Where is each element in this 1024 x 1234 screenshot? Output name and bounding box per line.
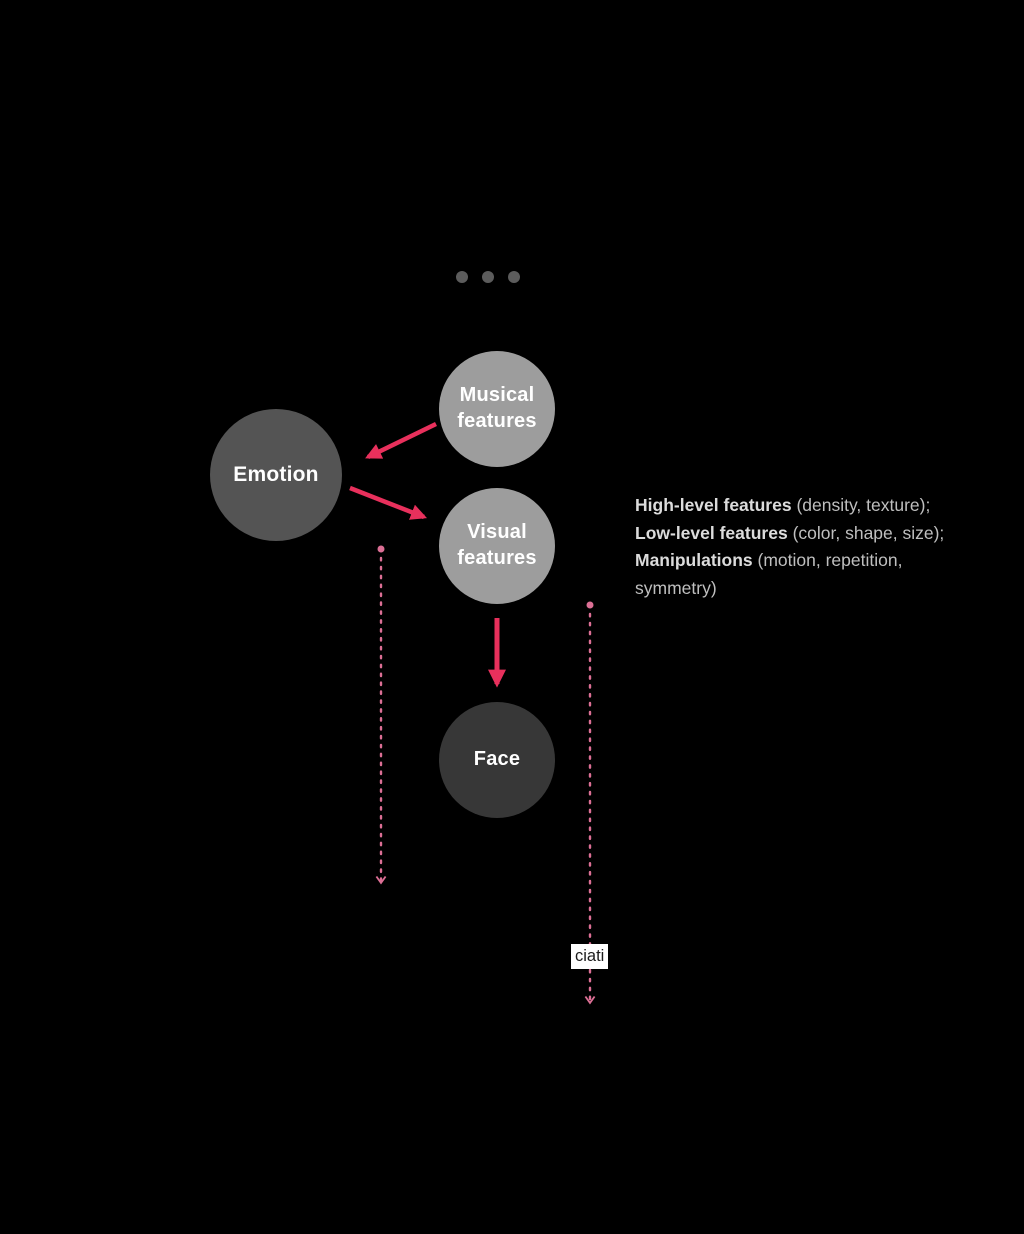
node-musical-features-label: Musical features	[457, 384, 537, 432]
ellipsis-dot-icon	[482, 271, 494, 283]
node-visual-features-label: Visual features	[457, 521, 537, 569]
annotation-line-4: symmetry)	[635, 575, 995, 603]
annotation-line-3: Manipulations (motion, repetition,	[635, 547, 995, 575]
ellipsis-dot-icon	[456, 271, 468, 283]
annotation-line-2: Low-level features (color, shape, size);	[635, 520, 995, 548]
ellipsis-dot-icon	[508, 271, 520, 283]
arrow-musical-to-emotion	[365, 421, 437, 460]
node-visual-features: Visual features	[439, 488, 555, 604]
annotation-line-1-rest: (density, texture);	[791, 495, 931, 515]
node-face-label: Face	[473, 748, 521, 771]
ellipsis-dots	[456, 271, 520, 283]
feature-annotation: High-level features (density, texture); …	[635, 492, 995, 602]
annotation-line-3-rest: (motion, repetition,	[752, 550, 903, 570]
dashed-line-right-start-dot	[586, 601, 594, 609]
annotation-line-4-text: symmetry)	[635, 577, 717, 598]
annotation-line-2-bold: Low-level features	[635, 522, 788, 543]
annotation-line-1: High-level features (density, texture);	[635, 492, 995, 520]
node-musical-features: Musical features	[439, 351, 555, 467]
node-face: Face	[439, 702, 555, 818]
annotation-line-1-bold: High-level features	[635, 495, 792, 515]
node-emotion: Emotion	[210, 409, 342, 541]
annotation-line-2-rest: (color, shape, size);	[787, 522, 945, 543]
node-emotion-label: Emotion	[233, 462, 319, 486]
arrow-emotion-to-visual	[349, 485, 428, 520]
dashed-line-left-start-dot	[377, 545, 385, 553]
fragment-label: ciati	[571, 944, 609, 969]
annotation-line-3-bold: Manipulations	[635, 550, 753, 570]
